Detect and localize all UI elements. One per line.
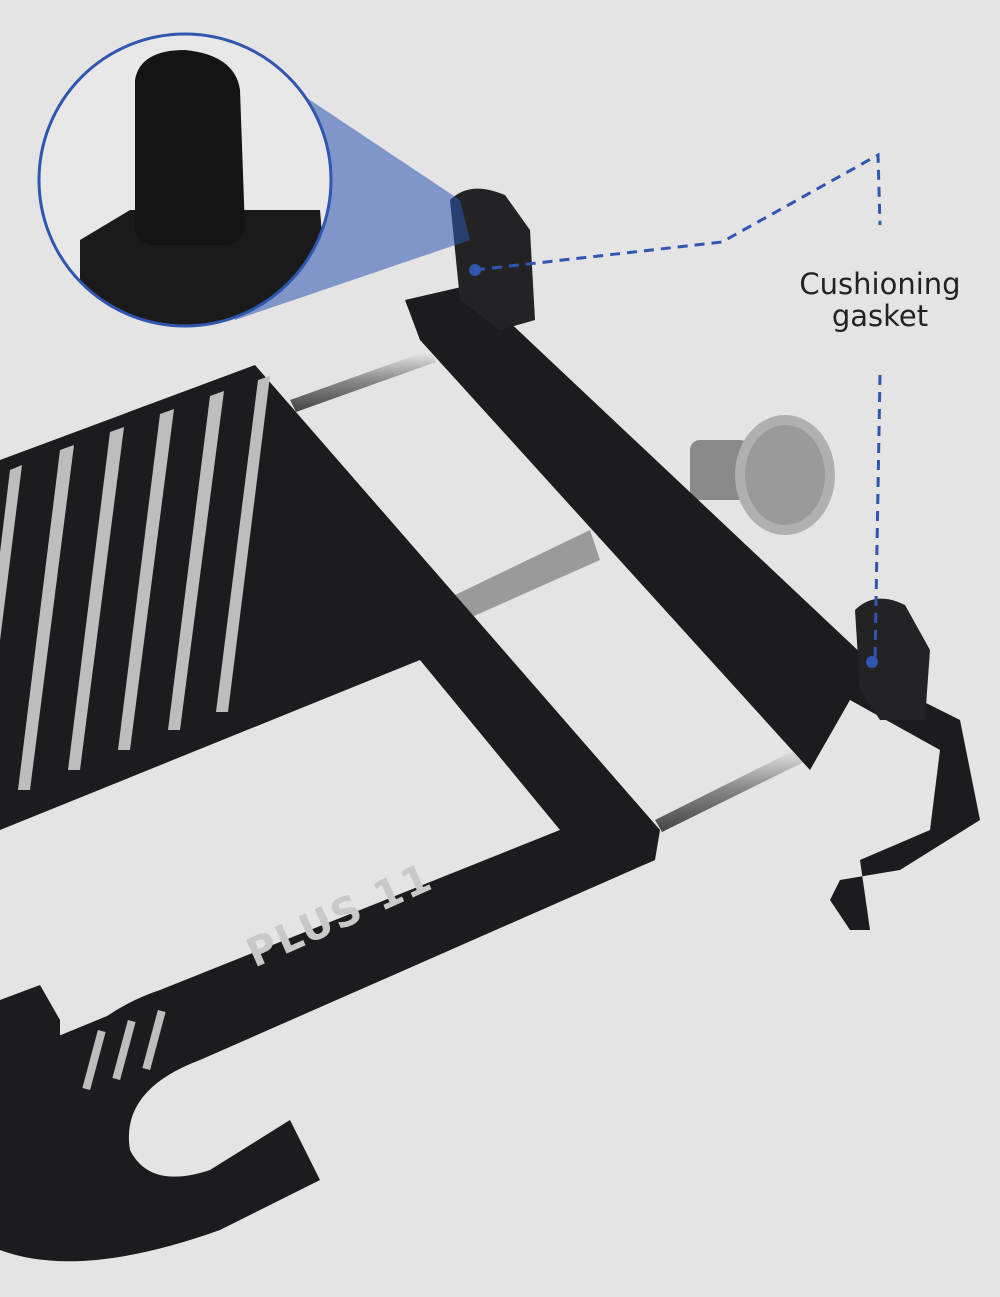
- callout-dot: [469, 264, 481, 276]
- sliding-arm: [405, 188, 980, 930]
- bottom-hook: [0, 830, 655, 1262]
- callout-lines: [474, 152, 882, 661]
- top-gasket: [450, 188, 535, 330]
- callout-dot: [866, 656, 878, 668]
- main-plate: [0, 365, 660, 1130]
- callout-label-line1: Cushioning: [799, 267, 961, 301]
- callout-label: Cushioning gasket: [780, 268, 980, 332]
- adjustment-knob: [690, 415, 835, 535]
- callout-label-line2: gasket: [831, 299, 929, 333]
- guide-rods: [290, 350, 812, 832]
- stripe-pattern: [0, 376, 270, 790]
- zoom-detail: [37, 32, 470, 328]
- bottom-gasket: [855, 598, 930, 720]
